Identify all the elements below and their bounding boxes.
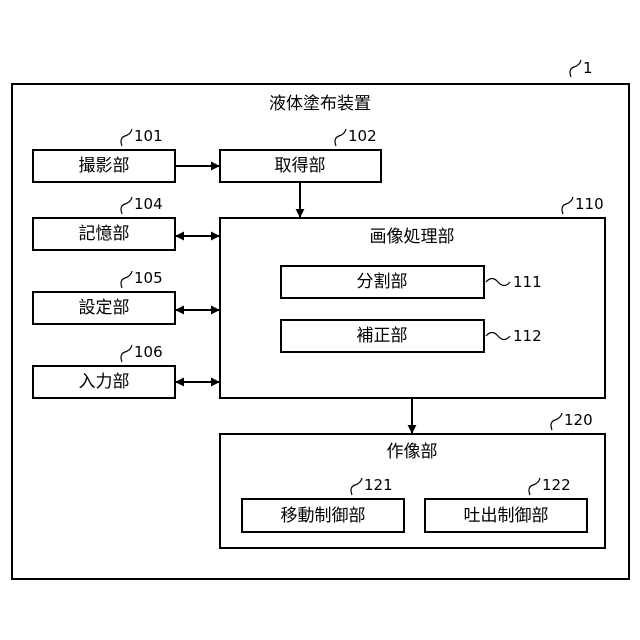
- device-ref-leader: [570, 60, 581, 77]
- division-unit-ref: 111: [513, 273, 542, 291]
- correction-unit-ref: 112: [513, 327, 542, 345]
- division-unit-label: 分割部: [357, 272, 408, 292]
- acquisition-unit-ref: 102: [348, 127, 377, 145]
- device-title: 液体塗布装置: [269, 93, 371, 114]
- drawing-unit-ref: 120: [564, 411, 593, 429]
- movement-control-unit-ref: 121: [364, 476, 393, 494]
- setting-unit-ref: 105: [134, 269, 163, 287]
- device-ref: 1: [583, 59, 593, 77]
- drawing-unit-label: 作像部: [387, 442, 438, 462]
- storage-unit-ref: 104: [134, 195, 163, 213]
- acquisition-unit-label: 取得部: [275, 156, 326, 176]
- discharge-control-unit-ref: 122: [542, 476, 571, 494]
- input-unit-label: 入力部: [79, 372, 130, 392]
- storage-unit-label: 記憶部: [79, 224, 130, 244]
- discharge-control-unit-label: 吐出制御部: [464, 506, 549, 526]
- setting-unit-label: 設定部: [79, 298, 130, 318]
- imaging-unit-label: 撮影部: [79, 156, 130, 176]
- image-processing-unit-label: 画像処理部: [370, 227, 455, 247]
- input-unit-ref: 106: [134, 343, 163, 361]
- imaging-unit-ref: 101: [134, 127, 163, 145]
- image-processing-unit-ref: 110: [575, 195, 604, 213]
- correction-unit-label: 補正部: [357, 326, 408, 346]
- movement-control-unit-label: 移動制御部: [281, 506, 366, 526]
